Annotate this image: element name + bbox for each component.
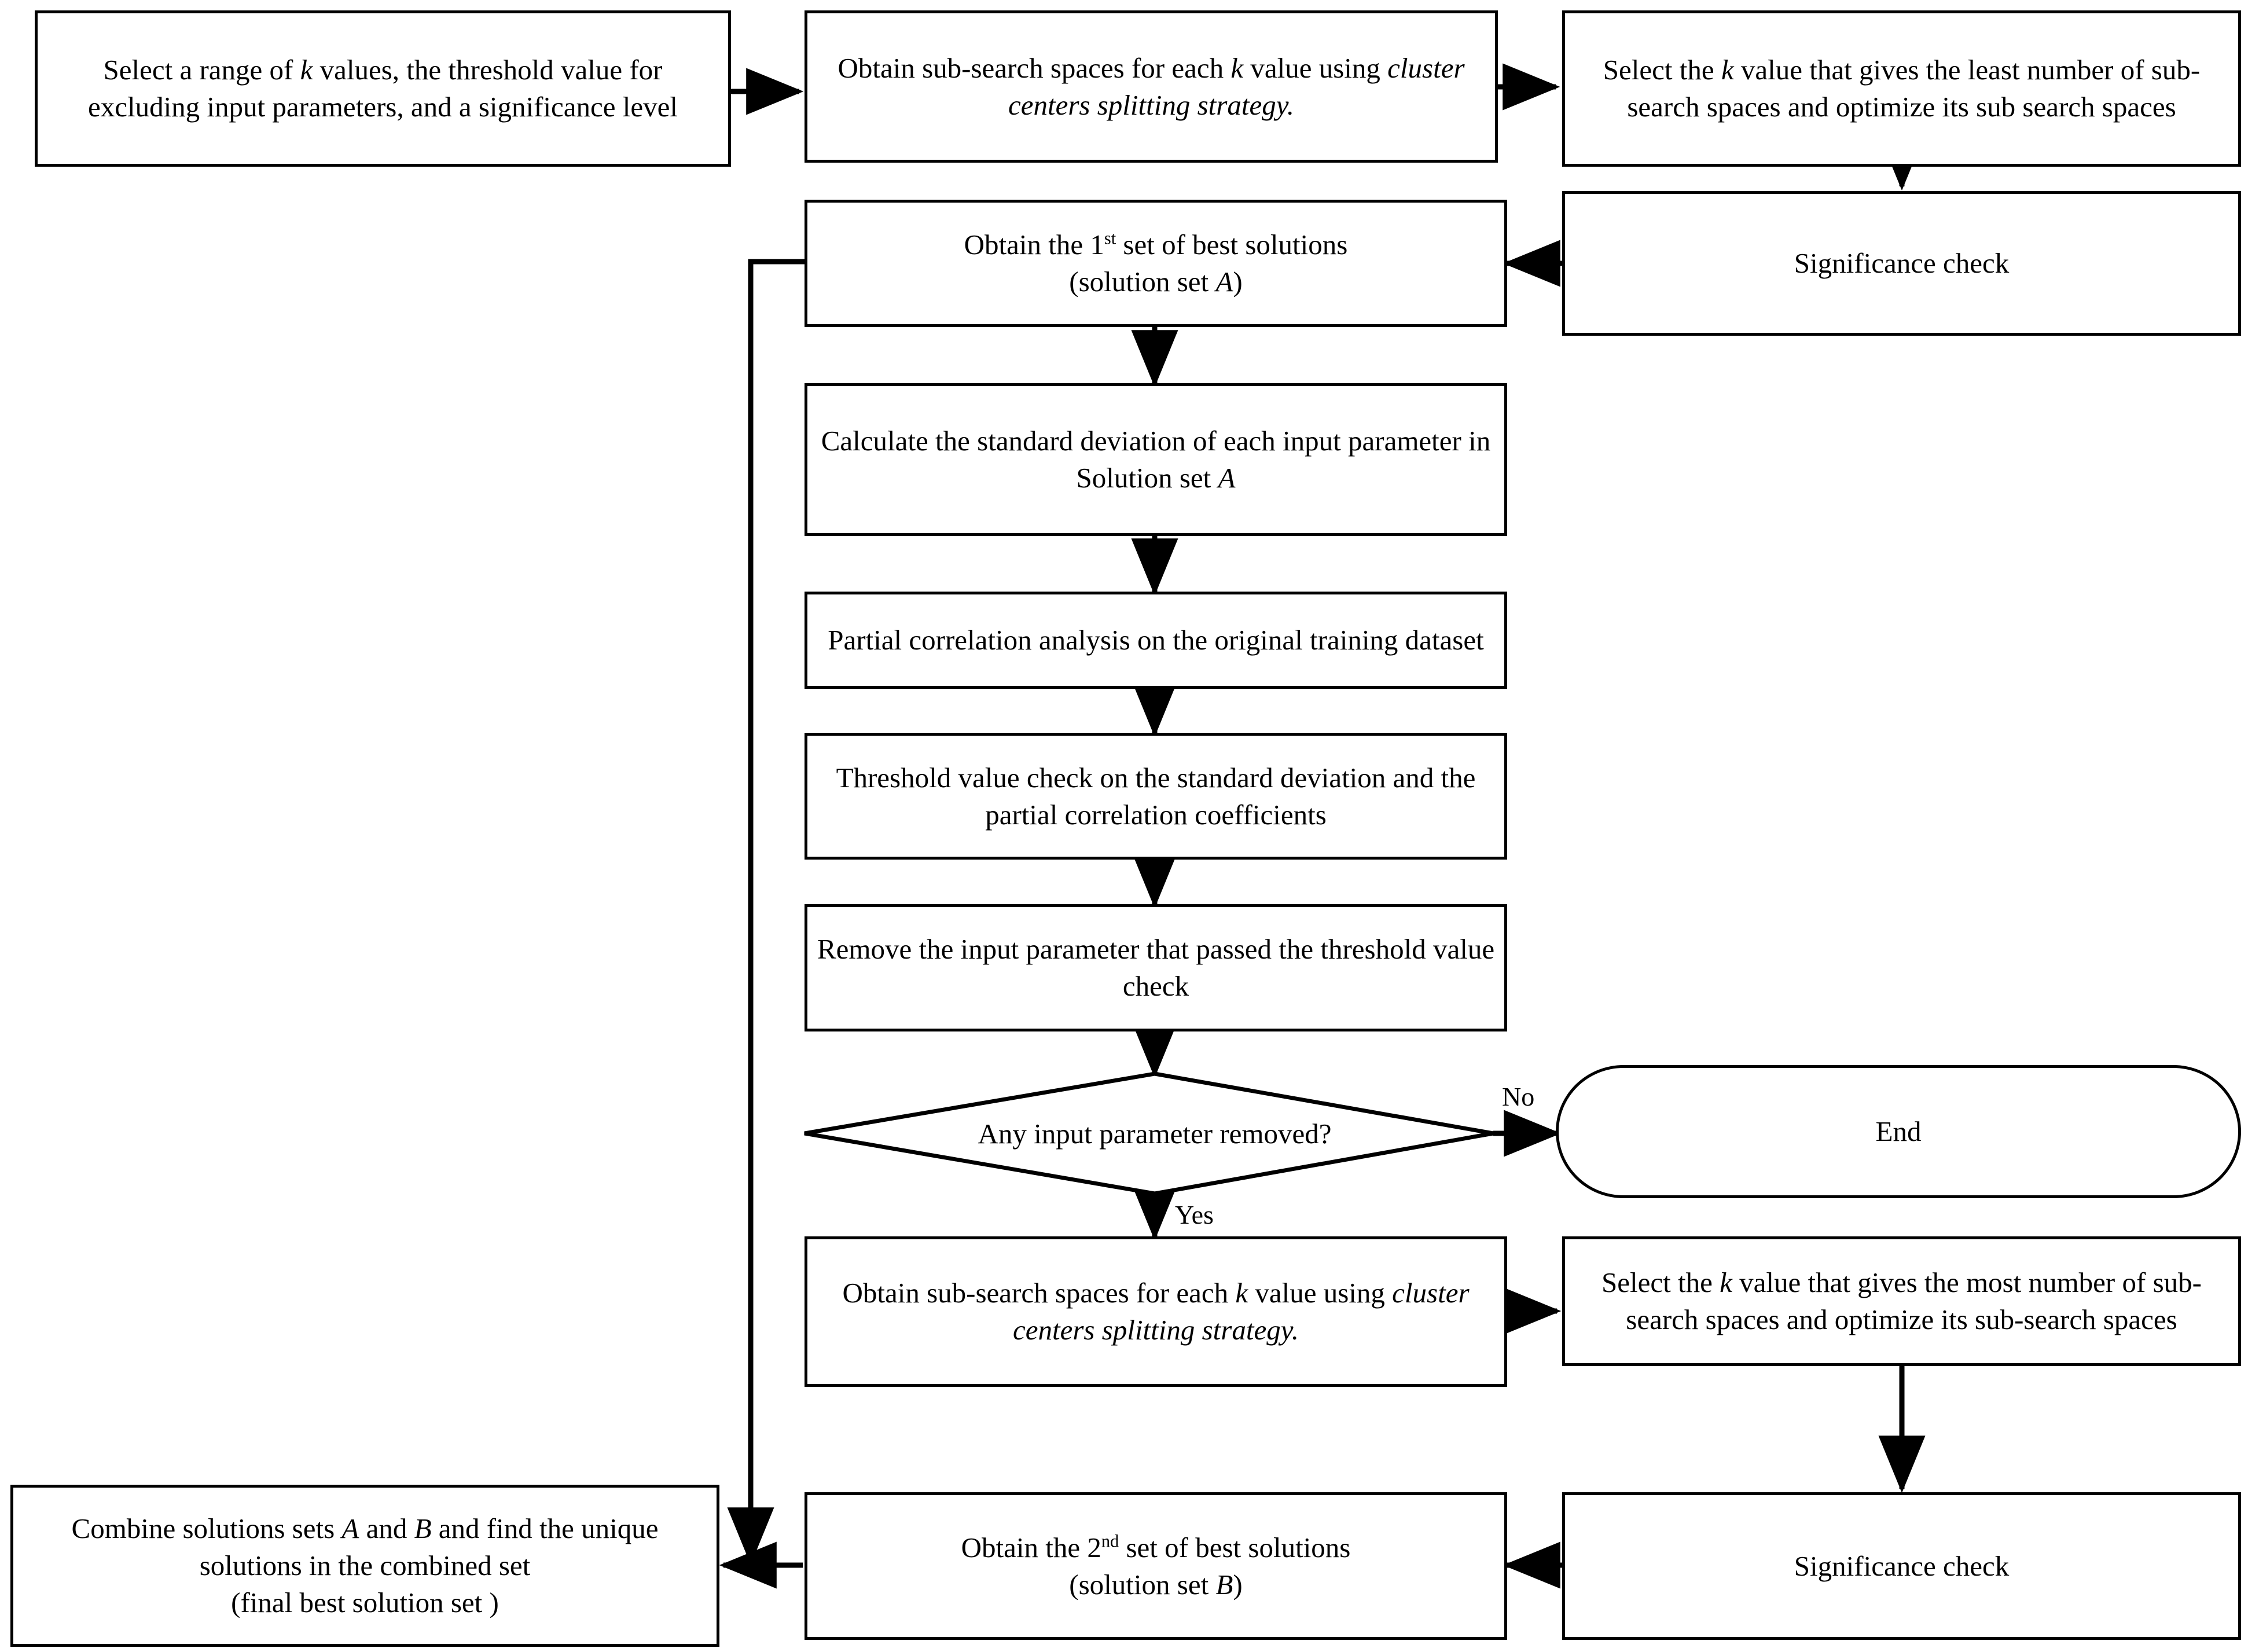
node-select-k-least-label: Select the k value that gives the least … — [1603, 54, 2201, 123]
edge-label-no: No — [1502, 1082, 1535, 1111]
node-calculate-std[interactable]: Calculate the standard deviation of each… — [805, 383, 1507, 536]
node-obtain-set-a-label: Obtain the 1st set of best solutions(sol… — [964, 228, 1348, 298]
node-select-k-least[interactable]: Select the k value that gives the least … — [1562, 10, 2241, 167]
node-select-range-label: Select a range of k values, the threshol… — [87, 54, 678, 123]
node-select-range[interactable]: Select a range of k values, the threshol… — [35, 10, 731, 167]
node-select-k-most-label: Select the k value that gives the most n… — [1601, 1266, 2202, 1335]
node-calculate-std-label: Calculate the standard deviation of each… — [821, 425, 1491, 494]
node-partial-correlation-label: Partial correlation analysis on the orig… — [828, 624, 1484, 656]
node-significance-check-1-label: Significance check — [1794, 247, 2010, 280]
node-significance-check-2[interactable]: Significance check — [1562, 1492, 2241, 1640]
node-obtain-set-a[interactable]: Obtain the 1st set of best solutions(sol… — [805, 200, 1507, 327]
node-significance-check-2-label: Significance check — [1794, 1550, 2010, 1582]
node-decision-removed-label: Any input parameter removed? — [978, 1117, 1332, 1150]
node-obtain-subspaces-2[interactable]: Obtain sub-search spaces for each k valu… — [805, 1236, 1507, 1387]
node-partial-correlation[interactable]: Partial correlation analysis on the orig… — [805, 592, 1507, 689]
node-end-label: End — [1875, 1115, 1922, 1148]
node-obtain-set-b[interactable]: Obtain the 2nd set of best solutions(sol… — [805, 1492, 1507, 1640]
node-threshold-check-label: Threshold value check on the standard de… — [836, 761, 1476, 831]
node-obtain-subspaces-1-label: Obtain sub-search spaces for each k valu… — [838, 52, 1465, 121]
node-obtain-subspaces-2-label: Obtain sub-search spaces for each k valu… — [842, 1277, 1470, 1346]
node-remove-param-label: Remove the input parameter that passed t… — [817, 933, 1495, 1002]
node-combine-sets[interactable]: Combine solutions sets A and B and find … — [10, 1485, 719, 1647]
node-threshold-check[interactable]: Threshold value check on the standard de… — [805, 733, 1507, 860]
node-significance-check-1[interactable]: Significance check — [1562, 191, 2241, 336]
node-combine-sets-label: Combine solutions sets A and B and find … — [71, 1513, 659, 1618]
node-remove-param[interactable]: Remove the input parameter that passed t… — [805, 904, 1507, 1031]
connector-feedback-loop-set-a-to-bottom — [727, 259, 807, 1565]
node-select-k-most[interactable]: Select the k value that gives the most n… — [1562, 1236, 2241, 1366]
node-end[interactable]: End — [1556, 1065, 2241, 1198]
node-obtain-set-b-label: Obtain the 2nd set of best solutions(sol… — [961, 1531, 1351, 1600]
edge-label-yes: Yes — [1175, 1200, 1214, 1229]
node-obtain-subspaces-1[interactable]: Obtain sub-search spaces for each k valu… — [805, 10, 1498, 163]
